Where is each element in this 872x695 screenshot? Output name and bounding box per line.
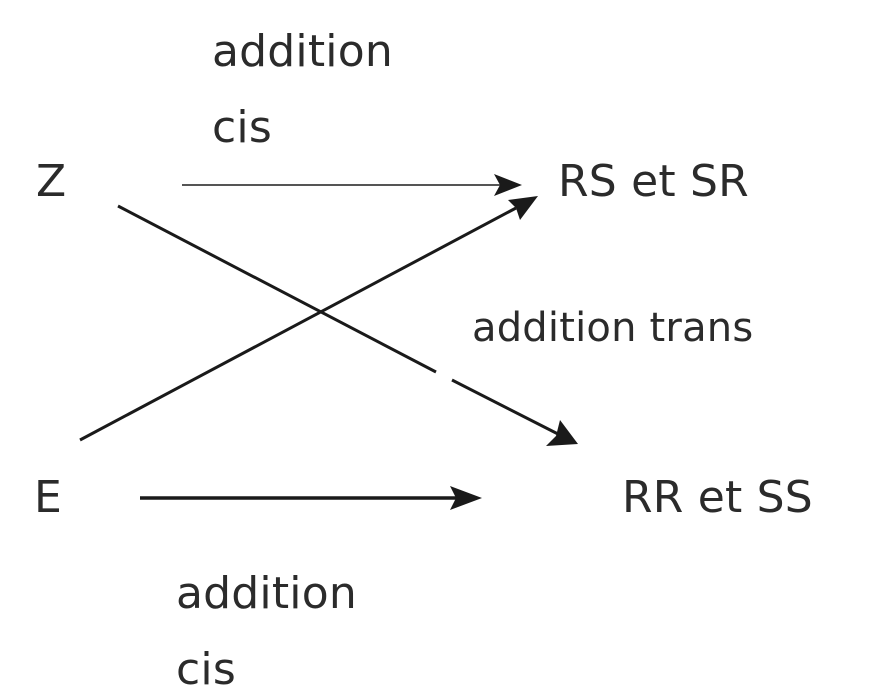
arrow-e-to-rs-sr (79, 196, 538, 442)
label-addition-cis-bottom-line2: cis (176, 644, 236, 695)
label-addition-cis-top-line1: addition (212, 26, 393, 77)
label-addition-cis-top-line2: cis (212, 102, 272, 153)
node-rr-et-ss: RR et SS (622, 472, 813, 523)
label-addition-trans: addition trans (472, 305, 754, 351)
node-rs-et-sr: RS et SR (558, 156, 749, 207)
label-addition-cis-bottom-line1: addition (176, 568, 357, 619)
node-e: E (34, 472, 63, 523)
node-z: Z (36, 156, 67, 207)
arrow-z-to-rs-sr (182, 174, 522, 196)
arrow-e-to-rr-ss (140, 486, 482, 510)
arrow-z-to-rr-ss (117, 204, 578, 446)
